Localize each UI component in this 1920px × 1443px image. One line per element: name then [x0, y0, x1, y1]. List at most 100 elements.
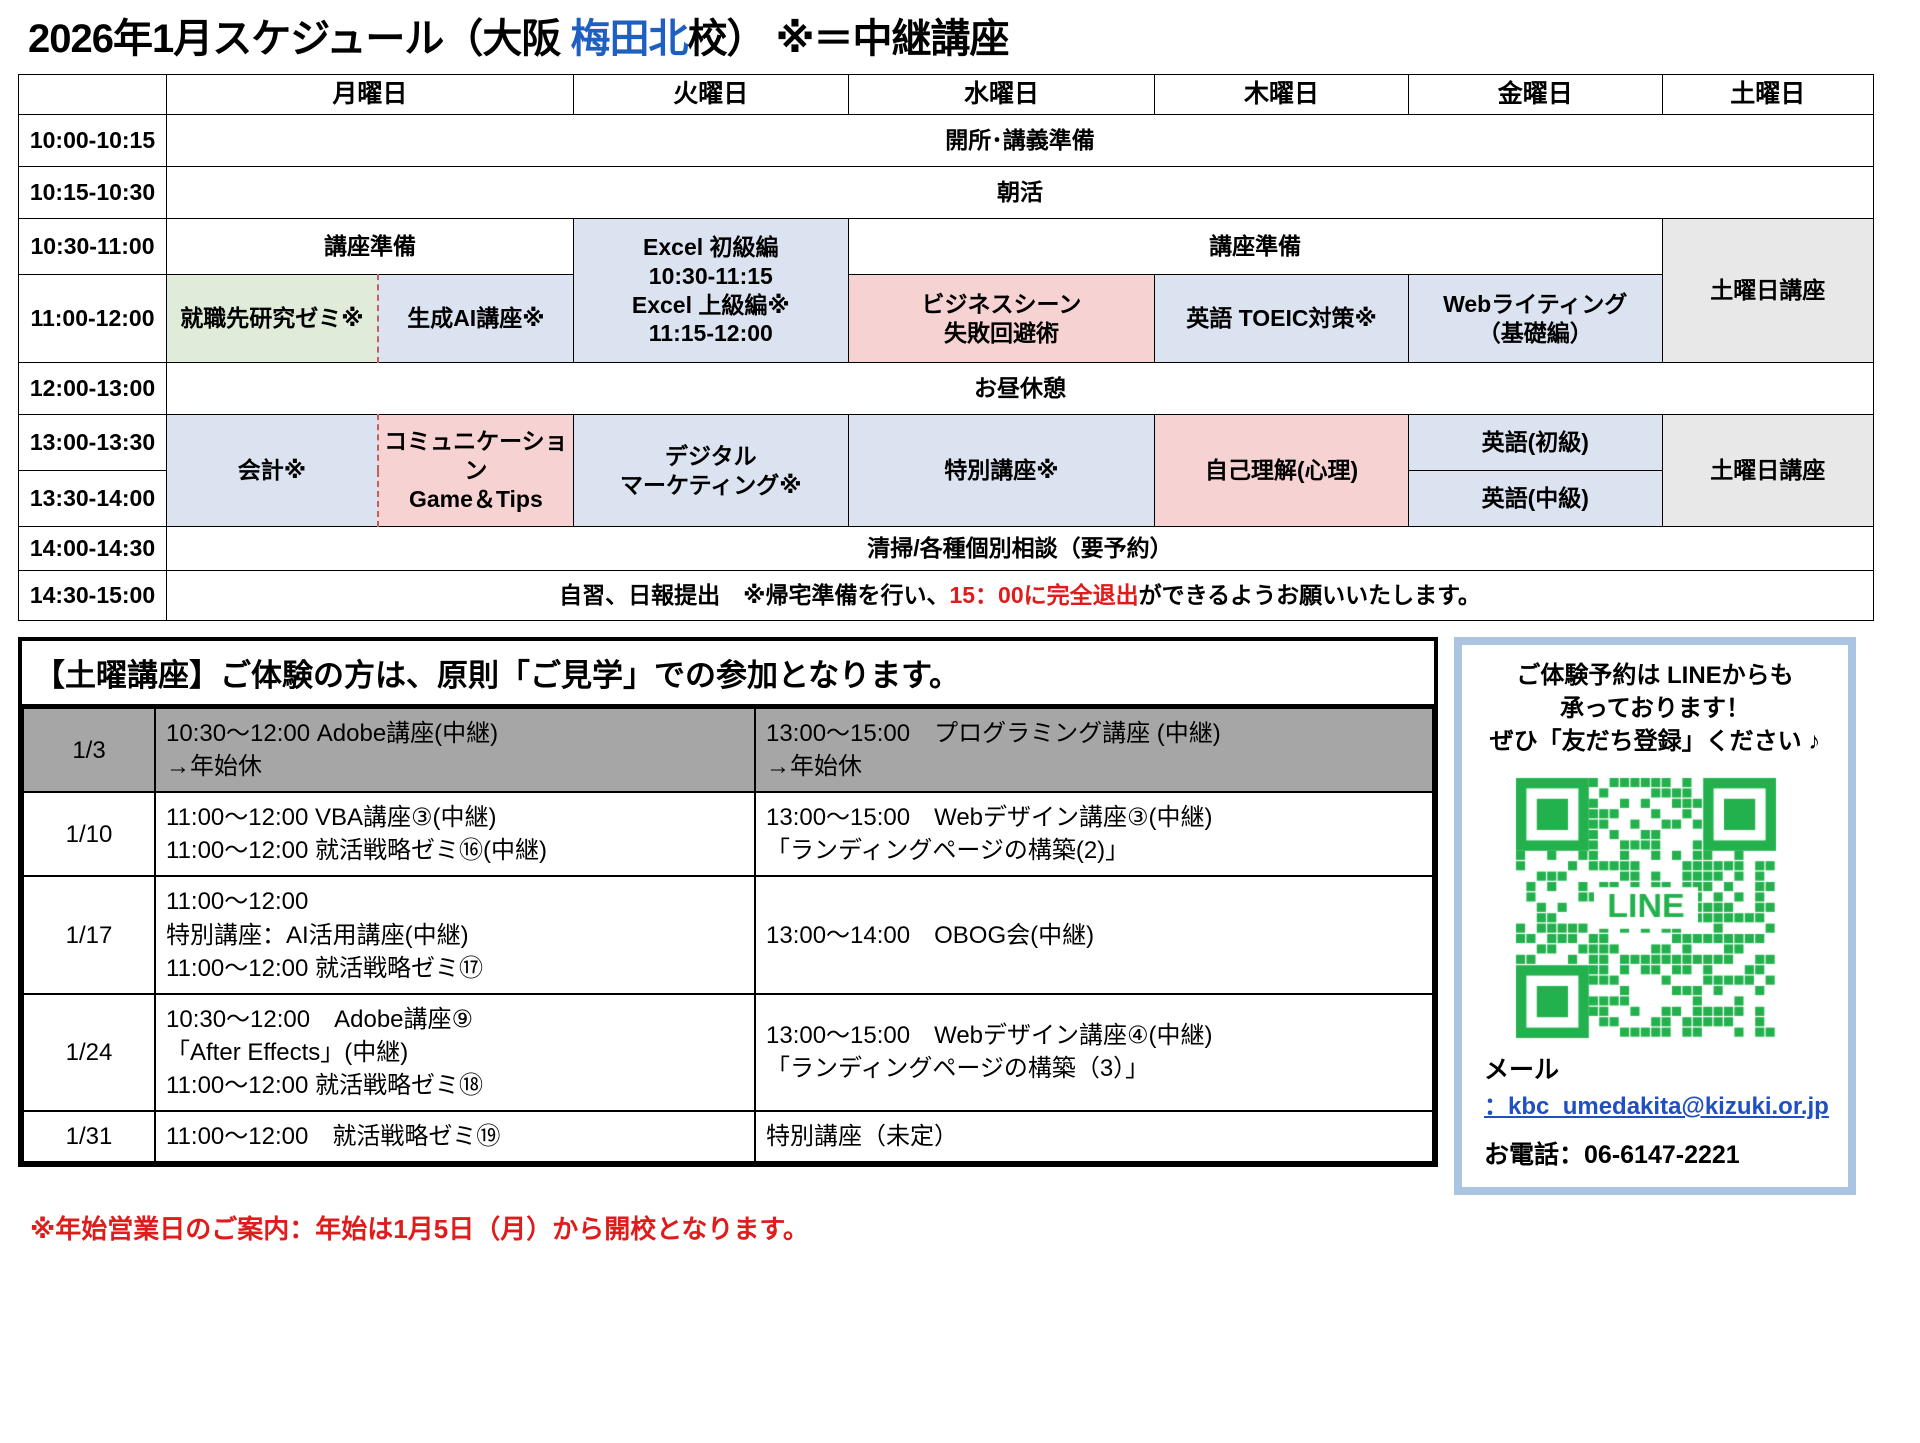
table-row: 13:00-13:30 会計※ コミュニケーション Game＆Tips デジタル…: [18, 414, 1875, 527]
table-row: 10:30-11:00 講座準備 Excel 初級編 10:30-11:15 E…: [18, 218, 1875, 363]
saturday-morning: 11:00〜12:00 就活戦略ゼミ⑲: [154, 1110, 756, 1164]
tel-value: ：06-6147-2221: [1559, 1141, 1740, 1170]
closing-text-red: 15：00に完全退出: [949, 582, 1139, 609]
header-wednesday: 水曜日: [847, 74, 1156, 115]
cell-mon-prep: 講座準備: [165, 218, 574, 275]
time-1100-1200: 11:00-12:00: [18, 274, 167, 363]
saturday-date: 1/3: [22, 706, 156, 794]
fri-am-line1: Webライティング: [1443, 290, 1628, 317]
line-heading: ご体験予約は LINEからも 承っております！ ぜひ「友だち登録」ください ♪: [1474, 659, 1836, 758]
title-part2: 校） ※＝中継講座: [687, 17, 1010, 61]
time-1000-1015: 10:00-10:15: [18, 114, 167, 167]
saturday-afternoon: 13:00〜15:00 プログラミング講座 (中継) →年始休: [754, 706, 1434, 794]
mon-pm2-line2: Game＆Tips: [408, 485, 543, 512]
cell-mon-shushoku: 就職先研究ゼミ※: [165, 274, 379, 363]
table-row: 11:00-12:00 就職先研究ゼミ※ 生成AI講座※ ビジネスシーン 失敗回…: [18, 274, 1874, 363]
header-thursday: 木曜日: [1154, 74, 1409, 115]
saturday-date: 1/24: [22, 992, 156, 1113]
saturday-morning: 10:30〜12:00 Adobe講座(中継) →年始休: [154, 706, 756, 794]
saturday-morning: 10:30〜12:00 Adobe講座⑨ 「After Effects」(中継)…: [154, 992, 756, 1113]
cell-asakatsu: 朝活: [165, 166, 1875, 219]
tel-label: お電話: [1484, 1141, 1560, 1170]
time-1030-1100: 10:30-11:00: [18, 218, 167, 275]
saturday-afternoon: 13:00〜14:00 OBOG会(中継): [754, 875, 1434, 995]
table-row: 10:00-10:15 開所･講義準備: [18, 114, 1875, 167]
cell-fri-english-beginner: 英語(初級): [1407, 414, 1663, 471]
saturday-heading: 【土曜講座】ご体験の方は、原則「ご見学」での参加となります。: [22, 641, 1434, 707]
saturday-date: 1/31: [22, 1110, 156, 1164]
cell-wed-special: 特別講座※: [847, 414, 1156, 527]
page-title: 2026年1月スケジュール（大阪 梅田北校） ※＝中継講座: [18, 0, 1902, 74]
saturday-afternoon: 13:00〜15:00 Webデザイン講座③(中継) 「ランディングページの構築…: [754, 791, 1434, 878]
cell-mon-seiseiai: 生成AI講座※: [376, 274, 574, 363]
saturday-afternoon: 特別講座（未定）: [754, 1110, 1434, 1164]
closing-text-b: ができるようお願いいたします。: [1138, 582, 1481, 609]
cell-closing: 自習、日報提出 ※帰宅準備を行い、15：00に完全退出ができるようお願いいたしま…: [165, 570, 1875, 621]
header-tuesday: 火曜日: [572, 74, 849, 115]
cell-thu-jikorikai: 自己理解(心理): [1154, 414, 1409, 527]
saturday-date: 1/10: [22, 791, 156, 878]
header-monday: 月曜日: [165, 74, 574, 115]
title-highlight: 梅田北: [570, 17, 689, 61]
line-contact-panel: ご体験予約は LINEからも 承っております！ ぜひ「友だち登録」ください ♪ …: [1454, 637, 1856, 1196]
title-part1: 2026年1月スケジュール（大阪: [28, 17, 571, 61]
cell-lunch: お昼休憩: [165, 362, 1875, 415]
mail-link[interactable]: ：kbc_umedakita@kizuki.or.jp: [1484, 1093, 1829, 1121]
header-time: [18, 74, 167, 115]
wed-am-line2: 失敗回避術: [943, 319, 1059, 346]
line-heading-line2: 承っております！: [1559, 695, 1751, 723]
table-row: 12:00-13:00 お昼休憩: [18, 362, 1875, 415]
bottom-notice: ※年始営業日のご案内：年始は1月5日（月）から開校となります。: [30, 1214, 809, 1245]
cell-sat-am: 土曜日講座: [1661, 218, 1875, 363]
telephone: お電話：06-6147-2221: [1484, 1135, 1836, 1171]
cell-tue-digitalmkt: デジタル マーケティング※: [572, 414, 849, 527]
mail-label: メール: [1484, 1056, 1560, 1085]
cell-thu-toeic: 英語 TOEIC対策※: [1154, 274, 1409, 363]
excel-line2: 10:30-11:15: [648, 262, 773, 289]
tue-pm-line2: マーケティング※: [620, 471, 802, 498]
line-heading-line1: ご体験予約は LINEからも: [1516, 662, 1794, 689]
table-header-row: 月曜日 火曜日 水曜日 木曜日 金曜日 土曜日: [18, 74, 1875, 115]
cell-sat-pm: 土曜日講座: [1661, 414, 1875, 527]
cell-fri-english-intermediate: 英語(中級): [1407, 470, 1663, 527]
table-row: 10:15-10:30 朝活: [18, 166, 1875, 219]
tue-pm-line1: デジタル: [665, 442, 757, 469]
time-1300-1330: 13:00-13:30: [18, 414, 167, 471]
qr-code[interactable]: [1510, 774, 1800, 1045]
saturday-morning: 11:00〜12:00 特別講座：AI活用講座(中継) 11:00〜12:00 …: [154, 875, 756, 995]
header-saturday: 土曜日: [1661, 74, 1875, 115]
fri-am-line2: （基礎編）: [1477, 319, 1593, 346]
mon-pm2-line1: コミュニケーション: [384, 428, 568, 484]
time-1400-1430: 14:00-14:30: [18, 526, 167, 571]
wed-am-line1: ビジネスシーン: [921, 290, 1082, 317]
table-row: 14:30-15:00 自習、日報提出 ※帰宅準備を行い、15：00に完全退出が…: [18, 570, 1875, 621]
line-heading-line3: ぜひ「友だち登録」ください ♪: [1489, 728, 1821, 756]
excel-line3: Excel 上級編※: [631, 291, 790, 318]
saturday-afternoon: 13:00〜15:00 Webデザイン講座④(中継) 「ランディングページの構築…: [754, 992, 1434, 1113]
saturday-date: 1/17: [22, 875, 156, 995]
cell-fri-webwriting: Webライティング （基礎編）: [1407, 274, 1663, 363]
time-1015-1030: 10:15-10:30: [18, 166, 167, 219]
saturday-morning: 11:00〜12:00 VBA講座③(中継) 11:00〜12:00 就活戦略ゼ…: [154, 791, 756, 878]
table-row: 14:00-14:30 清掃/各種個別相談（要予約）: [18, 526, 1875, 571]
cell-wed-business: ビジネスシーン 失敗回避術: [847, 274, 1156, 363]
cell-wedfri-prep: 講座準備: [847, 218, 1663, 275]
weekly-schedule-table: 月曜日 火曜日 水曜日 木曜日 金曜日 土曜日 10:00-10:15 開所･講…: [18, 74, 1875, 621]
cell-open-prep: 開所･講義準備: [165, 114, 1875, 167]
closing-text-a: 自習、日報提出 ※帰宅準備を行い、: [559, 582, 950, 609]
cell-mon-kaikei: 会計※: [165, 414, 379, 527]
header-friday: 金曜日: [1407, 74, 1663, 115]
excel-line1: Excel 初級編: [643, 234, 779, 260]
time-1330-1400: 13:30-14:00: [18, 470, 167, 527]
contact-info: メール ：kbc_umedakita@kizuki.or.jp お電話：06-6…: [1474, 1050, 1836, 1171]
cell-tue-excel: Excel 初級編 10:30-11:15 Excel 上級編※ 11:15-1…: [572, 218, 849, 363]
